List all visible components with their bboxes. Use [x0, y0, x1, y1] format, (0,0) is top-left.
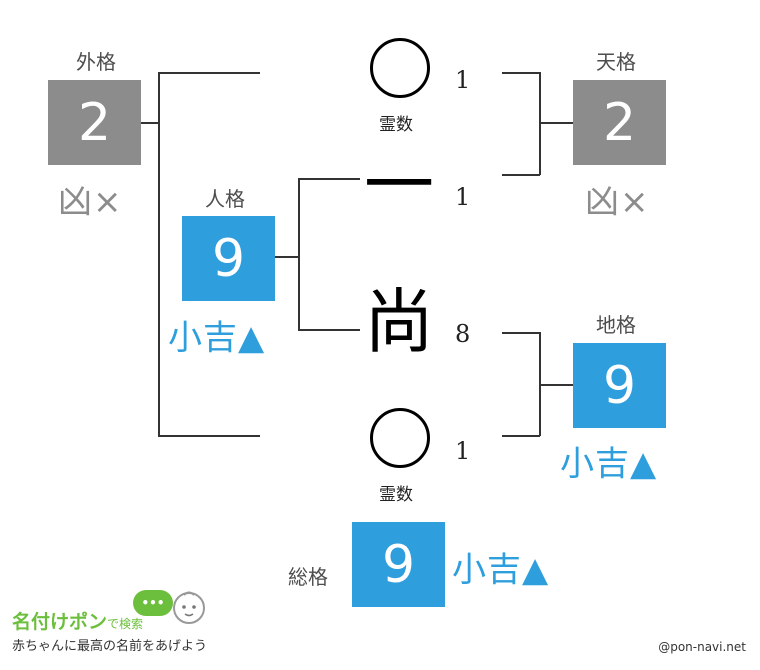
jinkaku-label: 人格	[205, 187, 245, 211]
name-char-2: 尚	[364, 281, 434, 363]
gaikaku-value-box: 2	[48, 80, 141, 165]
gaikaku-bracket-top	[158, 72, 260, 74]
jinkaku-bracket-vertical	[298, 178, 300, 330]
soukaku-fortune: 小吉▲	[452, 550, 550, 590]
tenkaku-connector	[539, 122, 573, 124]
tenkaku-fortune: 凶×	[585, 182, 650, 222]
gaikaku-fortune: 凶×	[58, 182, 123, 222]
jinkaku-value-box: 9	[182, 216, 275, 301]
logo-main-text: 名付けポン	[12, 611, 108, 633]
jinkaku-connector	[275, 256, 299, 258]
baby-face-icon	[173, 591, 205, 624]
chikaku-fortune: 小吉▲	[560, 444, 658, 484]
soukaku-value-box: 9	[352, 522, 445, 607]
tenkaku-label: 天格	[596, 50, 636, 74]
reisu-bottom-strokes: 1	[455, 437, 471, 465]
logo-bubble: •••	[133, 590, 173, 616]
gaikaku-connector	[140, 122, 159, 124]
chikaku-label: 地格	[596, 313, 636, 337]
logo-bubble-dots: •••	[141, 596, 165, 610]
reisu-top-strokes: 1	[455, 66, 471, 94]
chikaku-bracket-bottom	[502, 435, 540, 437]
logo-sub-text: で検索	[107, 617, 144, 631]
soukaku-label: 総格	[288, 565, 328, 589]
name-char-2-strokes: 8	[455, 320, 471, 348]
chikaku-value-box: 9	[573, 343, 666, 428]
tenkaku-bracket-top	[502, 72, 540, 74]
jinkaku-bracket-top	[298, 178, 360, 180]
reisu-bottom-circle	[370, 408, 430, 468]
gaikaku-bracket-bottom	[158, 435, 260, 437]
chikaku-connector	[539, 384, 573, 386]
tenkaku-value-box: 2	[573, 80, 666, 165]
gaikaku-label: 外格	[76, 50, 116, 74]
tenkaku-bracket-vertical	[539, 72, 541, 175]
site-credit: @pon-navi.net	[658, 640, 746, 654]
tagline: 赤ちゃんに最高の名前をあげよう	[12, 639, 208, 654]
jinkaku-bracket-bottom	[298, 329, 360, 331]
logo: 名付けポンで検索	[12, 607, 143, 634]
name-char-1: 一	[364, 144, 434, 226]
jinkaku-fortune: 小吉▲	[168, 318, 266, 358]
tenkaku-bracket-bottom	[502, 174, 540, 176]
reisu-top-label: 霊数	[379, 115, 413, 135]
reisu-bottom-label: 霊数	[379, 485, 413, 505]
name-char-1-strokes: 1	[455, 183, 471, 211]
chikaku-bracket-top	[502, 332, 540, 334]
reisu-top-circle	[370, 38, 430, 98]
gaikaku-bracket-vertical	[158, 72, 160, 436]
